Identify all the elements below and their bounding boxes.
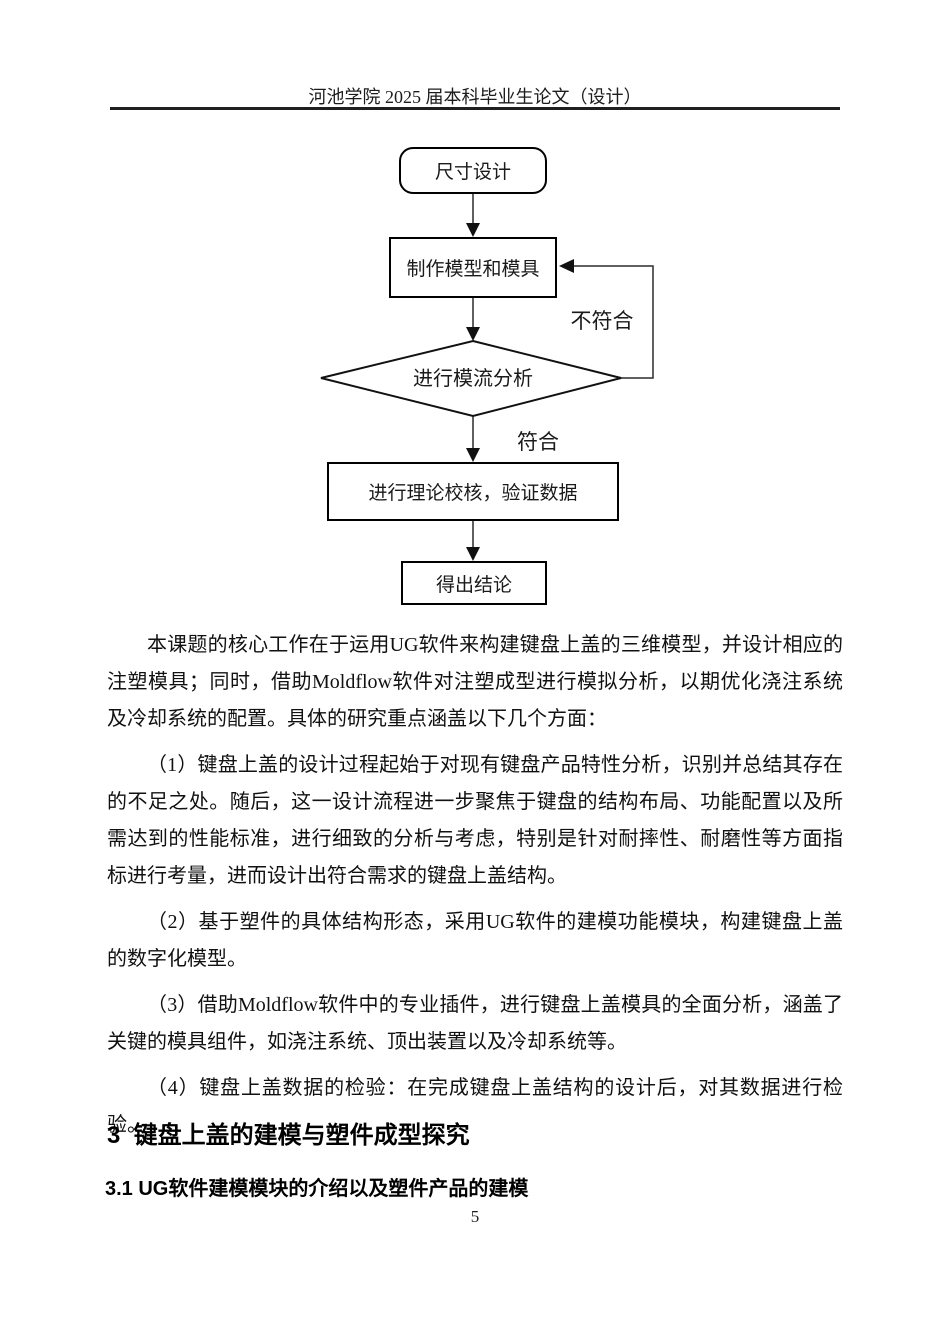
arrowhead-down-1 — [466, 223, 480, 237]
edge-feedback-loop — [574, 265, 654, 379]
body-paragraph: （1）键盘上盖的设计过程起始于对现有键盘产品特性分析，识别并总结其存在的不足之处… — [107, 754, 843, 887]
flowchart-node-theory-check: 进行理论校核，验证数据 — [327, 462, 619, 521]
arrowhead-down-3 — [466, 448, 480, 462]
page-header-title: 河池学院 2025 届本科毕业生论文（设计） — [308, 87, 642, 107]
flowchart-node-make-model-mold: 制作模型和模具 — [389, 237, 557, 298]
arrowhead-left-feedback — [559, 259, 574, 273]
flowchart-node-size-design: 尺寸设计 — [399, 147, 547, 194]
header-divider — [110, 107, 840, 110]
edge-label-pass: 符合 — [517, 430, 559, 454]
flowchart-node-moldflow-analysis-label: 进行模流分析 — [413, 368, 533, 390]
decision-diamond-shape — [320, 339, 622, 418]
body-paragraph: （4）键盘上盖数据的检验：在完成键盘上盖结构的设计后，对其数据进行检验。 — [107, 1077, 843, 1136]
body-paragraph: （2）基于塑件的具体结构形态，采用UG软件的建模功能模块，构建键盘上盖的数字化模… — [107, 911, 843, 970]
body-text: 本课题的核心工作在于运用UG软件来构建键盘上盖的三维模型，并设计相应的注塑模具；… — [107, 627, 843, 1153]
section-heading: 3 键盘上盖的建模与塑件成型探究 — [107, 1122, 470, 1149]
body-paragraph: （3）借助Moldflow软件中的专业插件，进行键盘上盖模具的全面分析，涵盖了关… — [107, 994, 843, 1053]
body-paragraph: 本课题的核心工作在于运用UG软件来构建键盘上盖的三维模型，并设计相应的注塑模具；… — [107, 634, 843, 730]
arrowhead-down-2 — [466, 327, 480, 341]
subsection-heading: 3.1 UG软件建模模块的介绍以及塑件产品的建模 — [105, 1178, 529, 1200]
flowchart-node-conclusion: 得出结论 — [401, 561, 547, 605]
page-number: 5 — [470, 1207, 480, 1226]
edge-label-not-pass: 不符合 — [570, 309, 634, 333]
arrowhead-down-4 — [466, 547, 480, 561]
